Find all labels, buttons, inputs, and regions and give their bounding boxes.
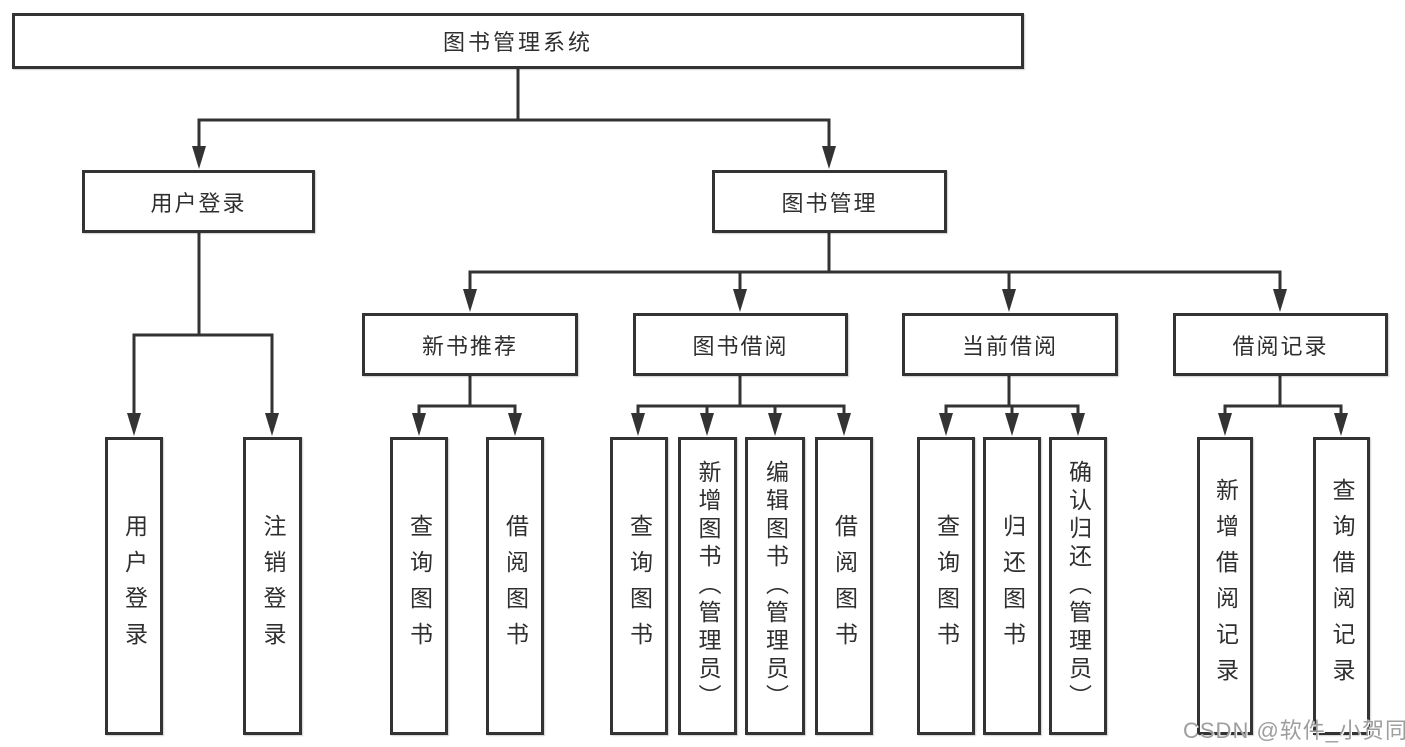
csdn-watermark: CSDN @软件_小贺同学 <box>1183 718 1405 743</box>
node-book-borrow: 图书借阅 <box>633 313 848 376</box>
node-label: 用户登录 <box>121 514 148 658</box>
leaf-add-books-admin: 新增图书（管理员） <box>678 437 737 735</box>
node-label: 用户登录 <box>150 190 247 216</box>
node-label: 图书借阅 <box>692 333 789 359</box>
node-label: 新书推荐 <box>421 333 518 359</box>
leaf-query-books-borrow: 查询图书 <box>610 437 668 735</box>
node-label: 编辑图书（管理员） <box>762 460 789 712</box>
node-book-management: 图书管理 <box>712 170 947 233</box>
leaf-borrow-books-recommend: 借阅图书 <box>486 437 544 735</box>
leaf-add-borrow-record: 新增借阅记录 <box>1197 437 1253 735</box>
leaf-user-login: 用户登录 <box>105 437 163 735</box>
leaf-confirm-return-admin: 确认归还（管理员） <box>1049 437 1107 735</box>
node-label: 新增借阅记录 <box>1212 478 1239 694</box>
node-current-borrow: 当前借阅 <box>902 313 1118 376</box>
node-label: 借阅图书 <box>831 514 858 658</box>
node-label: 借阅图书 <box>502 514 529 658</box>
leaf-borrow-books: 借阅图书 <box>815 437 873 735</box>
node-label: 查询图书 <box>406 514 433 658</box>
node-borrow-records: 借阅记录 <box>1173 313 1388 376</box>
node-label: 借阅记录 <box>1232 333 1329 359</box>
node-label: 图书管理 <box>781 190 878 216</box>
leaf-query-books-current: 查询图书 <box>917 437 975 735</box>
node-label: 图书管理系统 <box>442 30 593 55</box>
node-new-book-recommend: 新书推荐 <box>362 313 578 376</box>
leaf-query-borrow-record: 查询借阅记录 <box>1313 437 1370 735</box>
leaf-return-books: 归还图书 <box>983 437 1041 735</box>
leaf-query-books-recommend: 查询图书 <box>390 437 448 735</box>
node-label: 归还图书 <box>999 514 1026 658</box>
node-label: 当前借阅 <box>961 333 1058 359</box>
leaf-logout: 注销登录 <box>243 437 302 735</box>
node-label: 查询借阅记录 <box>1329 478 1355 694</box>
leaf-edit-books-admin: 编辑图书（管理员） <box>745 437 805 735</box>
node-label: 确认归还（管理员） <box>1065 460 1092 712</box>
node-library-management-system: 图书管理系统 <box>12 13 1024 69</box>
node-label: 查询图书 <box>933 514 960 658</box>
node-label: 注销登录 <box>260 514 286 658</box>
node-label: 查询图书 <box>626 514 653 658</box>
node-user-login-group: 用户登录 <box>82 170 315 233</box>
node-label: 新增图书（管理员） <box>695 460 721 712</box>
